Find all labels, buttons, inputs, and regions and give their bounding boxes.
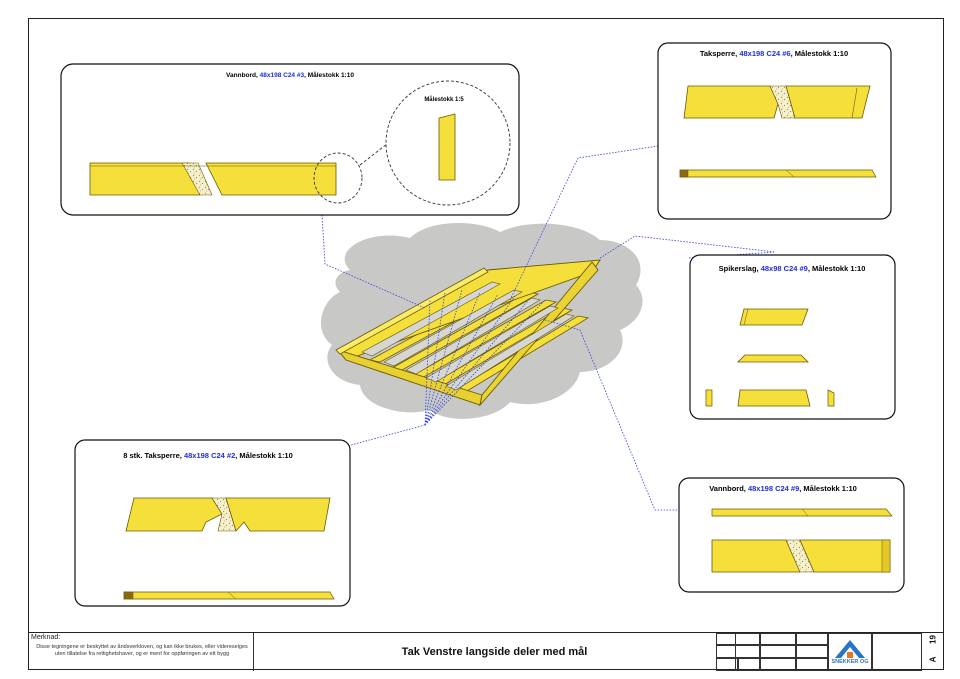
- detail-callout-small: [313, 152, 363, 204]
- tb-cell-project: [716, 633, 760, 645]
- board-vannbord-9-side: [711, 539, 891, 573]
- panel-label-taksperre-6: Taksperre, 48x198 C24 #6, Målestokk 1:10: [700, 49, 848, 58]
- board-taksperre-6-side: [683, 85, 871, 119]
- company-logo: SNEKKER OG: [828, 633, 872, 671]
- logo-text: SNEKKER OG: [831, 659, 869, 665]
- board-spikerslag-side: [739, 308, 809, 326]
- panel-spikerslag-9: Spikerslag, 48x98 C24 #9, Målestokk 1:10: [689, 254, 896, 420]
- panel-label-vannbord-3: Vannbord, 48x198 C24 #3, Målestokk 1:10: [226, 71, 354, 79]
- board-spikerslag-end-left: [705, 389, 713, 407]
- board-vannbord-3: [89, 162, 337, 196]
- company-info: [872, 633, 922, 671]
- panel-label-vannbord-9: Vannbord, 48x198 C24 #9, Målestokk 1:10: [709, 484, 857, 493]
- title-block: Merknad: Disse tegningene er beskyttet a…: [28, 632, 944, 671]
- board-spikerslag-end-right: [827, 389, 835, 407]
- board-spikerslag-top: [737, 354, 809, 363]
- tb-cell-f: [760, 658, 796, 671]
- tb-cell-b: [760, 645, 796, 658]
- board-vannbord-9-top: [711, 508, 893, 517]
- board-spikerslag-front: [737, 389, 811, 407]
- tb-cell-c: [796, 645, 828, 658]
- panel-taksperre-2: 8 stk. Taksperre, 48x198 C24 #2, Målesto…: [74, 439, 351, 607]
- drawing-title: Tak Venstre langside deler med mål: [254, 633, 736, 671]
- tb-cell-g: [796, 658, 828, 671]
- detail-scale-label: Målestokk 1:5: [424, 96, 464, 103]
- remark-label: Merknad:: [31, 634, 61, 641]
- revision-letter: A: [928, 656, 938, 663]
- remark-box: Merknad: Disse tegningene er beskyttet a…: [28, 633, 254, 671]
- tb-cell-d: [716, 658, 738, 671]
- remark-text: Disse tegningene er beskyttet av åndsver…: [36, 644, 248, 657]
- panel-label-taksperre-2: 8 stk. Taksperre, 48x198 C24 #2, Målesto…: [123, 451, 293, 460]
- panel-label-spikerslag-9: Spikerslag, 48x98 C24 #9, Målestokk 1:10: [719, 264, 866, 273]
- tb-cell-date: [760, 633, 796, 645]
- tb-cell-e: [738, 658, 760, 671]
- tb-cell-a: [716, 645, 760, 658]
- drawing-frame: [28, 18, 944, 670]
- panel-vannbord-3: Vannbord, 48x198 C24 #3, Målestokk 1:10 …: [60, 63, 520, 216]
- board-taksperre-6-top: [679, 169, 877, 178]
- panel-vannbord-9: Vannbord, 48x198 C24 #9, Målestokk 1:10: [678, 477, 905, 593]
- roof-assembly-view: [320, 222, 643, 419]
- tb-cell-drawn: [796, 633, 828, 645]
- board-taksperre-2-side: [125, 497, 331, 532]
- board-taksperre-2-top: [123, 591, 335, 600]
- board-section-detail: [438, 113, 456, 181]
- panel-taksperre-6: Taksperre, 48x198 C24 #6, Målestokk 1:10: [657, 42, 892, 220]
- leader-lines: [321, 145, 776, 511]
- sheet-number: 19: [928, 635, 938, 644]
